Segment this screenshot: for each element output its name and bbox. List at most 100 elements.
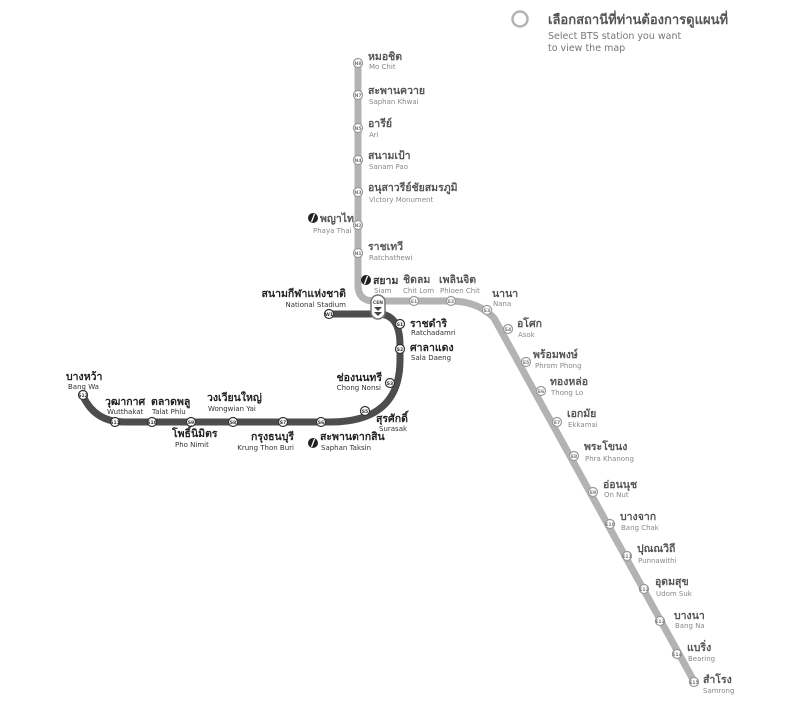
station-node — [352, 154, 364, 166]
station-name-en: Chong Nonsi — [337, 384, 381, 392]
station-node — [587, 486, 599, 498]
station-n3[interactable]: N3 อนุสาวรีย์ชัยสมรภูมิ Victory Monument — [352, 181, 458, 204]
station-n5[interactable]: N5 อารีย์ Ari — [352, 117, 393, 139]
station-e10[interactable]: E10 บางจาก Bang Chak — [604, 511, 660, 532]
station-cen-label[interactable]: สยาม Siam — [361, 275, 398, 295]
station-node — [502, 323, 514, 335]
station-n8[interactable]: N8 หมอชิต Mo Chit — [352, 51, 403, 71]
station-name-en: Phaya Thai — [313, 227, 352, 235]
station-e15[interactable]: E15 สำโรง Samrong — [688, 673, 734, 695]
station-code: N7 — [354, 93, 361, 99]
station-s7[interactable]: S7 กรุงธนบุรี Krung Thon Buri — [237, 416, 294, 453]
station-s8[interactable]: S8 วงเวียนใหญ่ Wongwian Yai — [207, 390, 262, 428]
station-node — [185, 416, 197, 428]
station-e14[interactable]: E14 แบริ่ง Bearing — [671, 639, 715, 663]
station-e12[interactable]: E12 อุดมสุข Udom Suk — [638, 576, 693, 598]
station-siam-interchange[interactable]: CEN — [370, 294, 386, 320]
station-name-en: Bang Chak — [621, 524, 660, 532]
legend-title-th: เลือกสถานีที่ท่านต้องการดูแผนที่ — [548, 10, 728, 28]
station-s10[interactable]: S10 ตลาดพลู Talat Phlu — [146, 396, 190, 428]
station-node — [520, 356, 532, 368]
station-name-en: Saphan Khwai — [369, 98, 419, 106]
station-e3[interactable]: E3 นานา Nana — [481, 288, 519, 316]
station-node — [359, 405, 371, 417]
station-s9[interactable]: S9 โพธิ์นิมิตร Pho Nimit — [171, 416, 218, 450]
station-name-en: Bang Na — [675, 622, 705, 630]
station-name-th: กรุงธนบุรี — [251, 430, 294, 444]
station-node — [77, 389, 89, 401]
station-name-th: อุดมสุข — [655, 576, 689, 589]
station-code: E2 — [448, 299, 454, 305]
station-code: E13 — [655, 619, 665, 625]
station-name-en: Surasak — [379, 425, 408, 433]
station-s6[interactable]: S6 สะพานตากสิน Saphan Taksin — [308, 416, 386, 453]
station-n2[interactable]: N2 พญาไท Phaya Thai — [308, 212, 364, 235]
station-name-en: Punnawithi — [638, 557, 677, 565]
station-name-en: On Nut — [604, 491, 629, 499]
silom-line — [79, 310, 404, 426]
station-code: S8 — [230, 420, 237, 426]
station-e9[interactable]: E9 อ่อนนุช On Nut — [587, 479, 638, 499]
station-node — [352, 247, 364, 259]
station-e4[interactable]: E4 อโศก Asok — [502, 317, 542, 339]
station-e7[interactable]: E7 เอกมัย Ekkamai — [551, 408, 598, 429]
station-s5[interactable]: S5 สุรศักดิ์ Surasak — [359, 405, 410, 434]
legend-subtitle-line1: Select BTS station you want — [548, 31, 681, 42]
station-name-th: ทองหล่อ — [550, 376, 588, 388]
station-name-th: ชิดลม — [403, 274, 430, 286]
station-node — [394, 343, 406, 355]
station-code: N8 — [354, 61, 361, 67]
interchange-mark — [363, 275, 369, 285]
station-code: W1 — [325, 312, 333, 318]
station-node — [671, 648, 683, 660]
station-e11[interactable]: E11 ปุณณวิถี Punnawithi — [621, 542, 677, 565]
station-e5[interactable]: E5 พร้อมพงษ์ Phrom Phong — [520, 348, 582, 370]
station-name-th: เพลินจิต — [439, 274, 476, 286]
station-name-th: พร้อมพงษ์ — [533, 348, 578, 361]
station-name-en: Bang Wa — [68, 383, 99, 391]
station-node — [277, 416, 289, 428]
station-code: E6 — [538, 389, 544, 395]
station-code: E4 — [505, 327, 511, 333]
station-node — [352, 186, 364, 198]
station-node — [481, 304, 493, 316]
station-e6[interactable]: E6 ทองหล่อ Thong Lo — [535, 376, 589, 397]
interchange-mark — [310, 438, 316, 448]
station-node — [352, 57, 364, 69]
interchange-arrows-icon — [374, 307, 382, 316]
station-name-th: สะพานตากสิน — [320, 431, 386, 443]
station-name-en: Mo Chit — [369, 63, 396, 71]
station-name-th: หมอชิต — [368, 51, 402, 63]
station-node — [109, 416, 121, 428]
station-node — [394, 318, 406, 330]
station-name-th: อนุสาวรีย์ชัยสมรภูมิ — [368, 181, 458, 195]
station-e13[interactable]: E13 บางนา Bang Na — [654, 610, 705, 630]
station-s12[interactable]: S12 บางหว้า Bang Wa — [66, 370, 103, 401]
station-node — [323, 308, 335, 320]
station-code: N5 — [354, 126, 361, 132]
station-w1[interactable]: W1 สนามกีฬาแห่งชาติ National Stadium — [262, 287, 347, 320]
station-code: S9 — [188, 420, 195, 426]
station-name-th: สำโรง — [703, 673, 732, 686]
station-n7[interactable]: N7 สะพานควาย Saphan Khwai — [352, 85, 426, 106]
station-name-th: สนามเป้า — [368, 149, 411, 162]
station-code: N3 — [354, 190, 361, 196]
station-code: E3 — [484, 308, 490, 314]
station-e2[interactable]: E2 เพลินจิต Phloen Chit — [439, 274, 480, 307]
station-s3[interactable]: S3 ช่องนนทรี Chong Nonsi — [337, 371, 396, 392]
station-node — [688, 676, 700, 688]
station-name-th: ตลาดพลู — [151, 396, 190, 409]
station-e8[interactable]: E8 พระโขนง Phra Khanong — [568, 440, 634, 463]
station-name-th: พระโขนง — [584, 440, 627, 453]
station-n1[interactable]: N1 ราชเทวี Ratchathewi — [352, 240, 413, 262]
station-code: CEN — [373, 300, 383, 306]
station-e1[interactable]: E1 ชิดลม Chit Lom — [403, 274, 434, 307]
station-s1[interactable]: S1 ราชดำริ Ratchadamri — [394, 318, 456, 337]
station-name-en: Samrong — [703, 687, 734, 695]
station-node — [654, 615, 666, 627]
station-s11[interactable]: S11 วุฒากาศ Wutthakat — [105, 396, 146, 428]
station-n4[interactable]: N4 สนามเป้า Sanam Pao — [352, 149, 411, 171]
station-s2[interactable]: S2 ศาลาแดง Sala Daeng — [394, 342, 454, 362]
station-name-en: Thong Lo — [550, 389, 583, 397]
